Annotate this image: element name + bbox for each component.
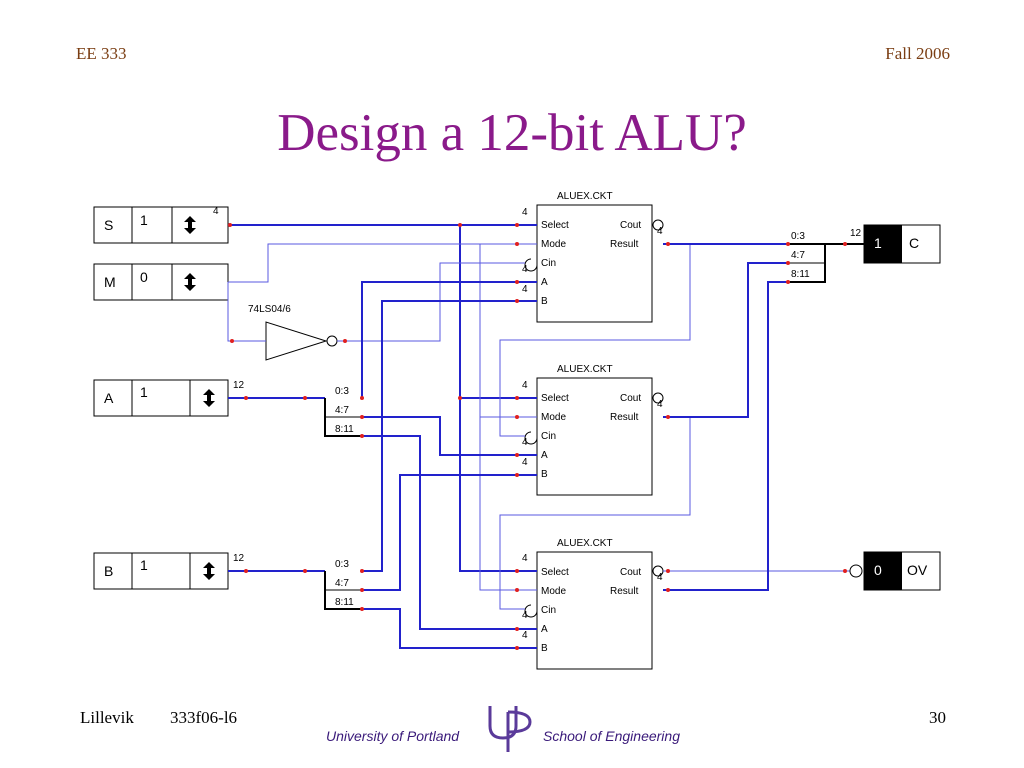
svg-text:A: A xyxy=(541,624,548,635)
svg-text:Mode: Mode xyxy=(541,239,566,250)
svg-text:Cout: Cout xyxy=(620,393,641,404)
input-s-label: S xyxy=(104,217,113,233)
output-ov-value: 0 xyxy=(874,562,882,578)
input-s-value: 1 xyxy=(140,212,148,228)
alu-block-2: ALUEX.CKT Select Mode Cin A B Cout Resul… xyxy=(536,364,653,496)
svg-text:4: 4 xyxy=(522,553,528,564)
svg-text:4:7: 4:7 xyxy=(791,250,805,261)
svg-text:B: B xyxy=(541,643,548,654)
up-monogram-icon xyxy=(488,706,532,752)
output-c-label: C xyxy=(909,235,919,251)
term-label: Fall 2006 xyxy=(885,44,950,63)
input-switch-m[interactable]: M 0 xyxy=(93,263,229,301)
svg-text:ALUEX.CKT: ALUEX.CKT xyxy=(557,191,613,202)
svg-text:Select: Select xyxy=(541,393,569,404)
svg-text:4: 4 xyxy=(522,457,528,468)
svg-text:Result: Result xyxy=(610,239,639,250)
svg-text:4: 4 xyxy=(522,207,528,218)
svg-text:4: 4 xyxy=(657,572,663,583)
svg-text:ALUEX.CKT: ALUEX.CKT xyxy=(557,364,613,375)
svg-text:Cout: Cout xyxy=(620,220,641,231)
output-ov-label: OV xyxy=(907,562,928,578)
svg-text:4:7: 4:7 xyxy=(335,405,349,416)
a-width-label: 12 xyxy=(233,380,245,391)
port-bubbles xyxy=(524,219,664,618)
svg-text:4: 4 xyxy=(522,630,528,641)
svg-text:Result: Result xyxy=(610,586,639,597)
svg-text:Mode: Mode xyxy=(541,412,566,423)
svg-text:4: 4 xyxy=(522,437,528,448)
input-m-label: M xyxy=(104,274,116,290)
output-display-c: 1 C xyxy=(863,224,941,264)
output-c-value: 1 xyxy=(874,235,882,251)
b-width-label: 12 xyxy=(233,553,245,564)
svg-text:Select: Select xyxy=(541,220,569,231)
svg-text:ALUEX.CKT: ALUEX.CKT xyxy=(557,538,613,549)
svg-text:Result: Result xyxy=(610,412,639,423)
slide-title: Design a 12-bit ALU? xyxy=(277,104,747,162)
select-bus xyxy=(228,224,537,572)
a-bus xyxy=(228,281,537,630)
svg-text:B: B xyxy=(541,296,548,307)
svg-text:4:7: 4:7 xyxy=(335,578,349,589)
svg-text:Cin: Cin xyxy=(541,605,556,616)
input-a-label: A xyxy=(104,390,114,406)
input-switch-s[interactable]: S 1 xyxy=(93,206,229,244)
footer-file: 333f06-l6 xyxy=(170,708,238,727)
split-labels-a: 0:3 4:7 8:11 xyxy=(335,386,354,435)
inverter-label: 74LS04/6 xyxy=(248,304,291,315)
input-switch-a[interactable]: A 1 xyxy=(93,379,229,417)
svg-text:4: 4 xyxy=(522,380,528,391)
connection-dots xyxy=(228,223,847,650)
svg-text:4: 4 xyxy=(522,264,528,275)
b-bus xyxy=(228,300,537,649)
logo-school-text: School of Engineering xyxy=(543,728,680,744)
svg-text:Cin: Cin xyxy=(541,258,556,269)
svg-text:Mode: Mode xyxy=(541,586,566,597)
split-labels-b: 0:3 4:7 8:11 xyxy=(335,559,354,608)
svg-text:4: 4 xyxy=(522,610,528,621)
svg-text:A: A xyxy=(541,450,548,461)
s-width-label: 4 xyxy=(213,206,219,217)
svg-text:4: 4 xyxy=(657,399,663,410)
output-display-ov: 0 OV xyxy=(849,551,941,591)
svg-text:4: 4 xyxy=(522,284,528,295)
svg-text:B: B xyxy=(541,469,548,480)
split-labels-result: 0:3 4:7 8:11 xyxy=(791,231,810,280)
svg-text:A: A xyxy=(541,277,548,288)
inverter-gate xyxy=(265,321,338,361)
svg-text:Select: Select xyxy=(541,567,569,578)
input-b-value: 1 xyxy=(140,557,148,573)
input-a-value: 1 xyxy=(140,384,148,400)
input-b-label: B xyxy=(104,563,113,579)
svg-text:Cout: Cout xyxy=(620,567,641,578)
logo-university-text: University of Portland xyxy=(326,728,460,744)
alu-block-3: ALUEX.CKT Select Mode Cin A B Cout Resul… xyxy=(536,538,653,670)
page-number: 30 xyxy=(929,708,946,727)
svg-text:0:3: 0:3 xyxy=(791,231,805,242)
svg-text:8:11: 8:11 xyxy=(335,597,354,608)
result-bus xyxy=(663,243,864,591)
svg-text:0:3: 0:3 xyxy=(335,386,349,397)
alu-block-1: ALUEX.CKT Select Mode Cin A B Cout Resul… xyxy=(536,191,653,323)
svg-text:8:11: 8:11 xyxy=(335,424,354,435)
svg-text:12: 12 xyxy=(850,228,862,239)
input-m-value: 0 xyxy=(140,269,148,285)
university-logo: University of Portland School of Enginee… xyxy=(326,706,680,752)
input-switch-b[interactable]: B 1 xyxy=(93,552,229,590)
course-label: EE 333 xyxy=(76,44,127,63)
svg-text:Cin: Cin xyxy=(541,431,556,442)
footer-author: Lillevik xyxy=(80,708,134,727)
svg-text:4: 4 xyxy=(657,226,663,237)
svg-text:0:3: 0:3 xyxy=(335,559,349,570)
svg-text:8:11: 8:11 xyxy=(791,269,810,280)
port-width-labels: 4 4 4 4 4 4 4 4 4 4 4 4 12 xyxy=(522,207,862,641)
